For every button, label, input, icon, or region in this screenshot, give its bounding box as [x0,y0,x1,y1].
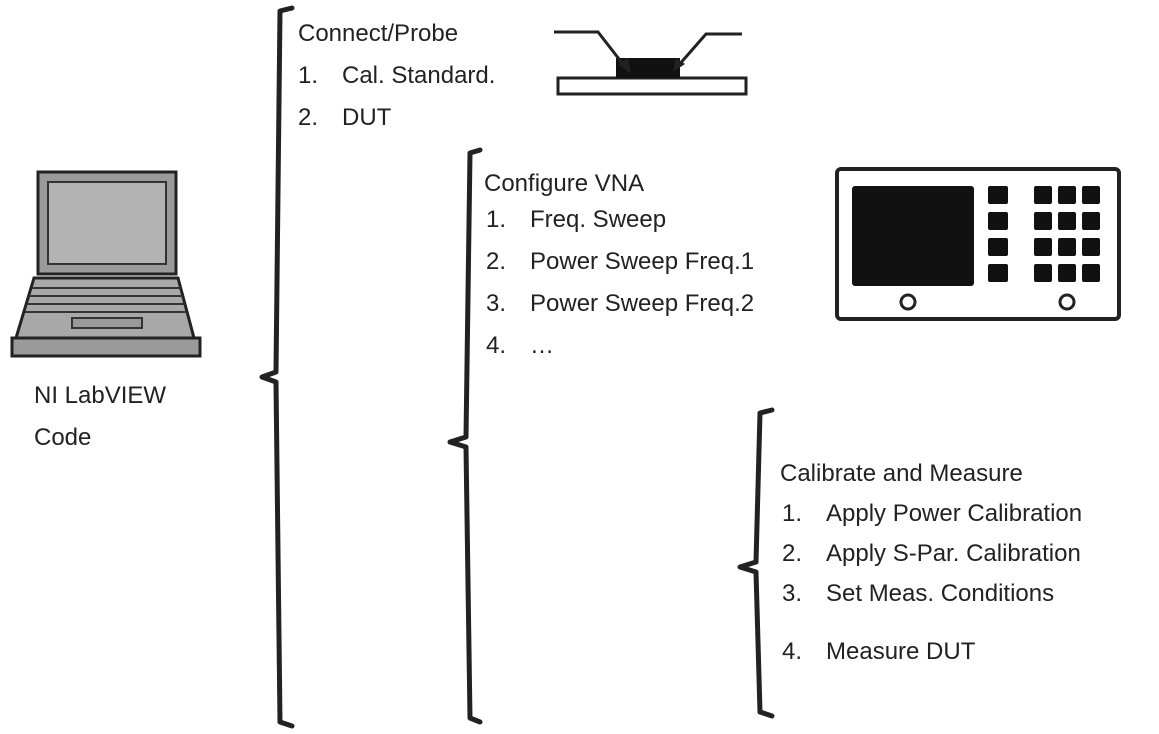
step-number: 1. [486,206,507,233]
bracket-calibrate [737,407,775,719]
vna-instrument-icon [835,167,1121,321]
step-number: 2. [486,248,507,275]
laptop-label-line2: Code [34,424,92,451]
step-number: 2. [782,540,803,567]
step-label: Set Meas. Conditions [826,580,1055,607]
step-label: Power Sweep Freq.1 [530,248,755,275]
connect-title: Connect/Probe [298,20,459,47]
step-label: DUT [342,104,392,131]
configure-title: Configure VNA [484,170,645,197]
laptop-icon [10,170,202,358]
calibrate-title: Calibrate and Measure [780,460,1023,487]
bracket-connect [259,5,295,729]
step-number: 2. [298,104,319,131]
step-label: Apply Power Calibration [826,500,1083,527]
laptop-label-line1: NI LabVIEW [34,382,167,409]
step-label: Cal. Standard. [342,62,496,89]
step-label: Apply S-Par. Calibration [826,540,1081,567]
probe-icon [554,30,748,96]
bracket-configure [447,147,483,725]
step-number: 1. [298,62,319,89]
step-number: 3. [782,580,803,607]
step-number: 4. [782,638,803,665]
step-label: Power Sweep Freq.2 [530,290,755,317]
step-label: Measure DUT [826,638,976,665]
step-label: … [530,332,554,359]
step-number: 4. [486,332,507,359]
step-number: 3. [486,290,507,317]
step-label: Freq. Sweep [530,206,667,233]
step-number: 1. [782,500,803,527]
